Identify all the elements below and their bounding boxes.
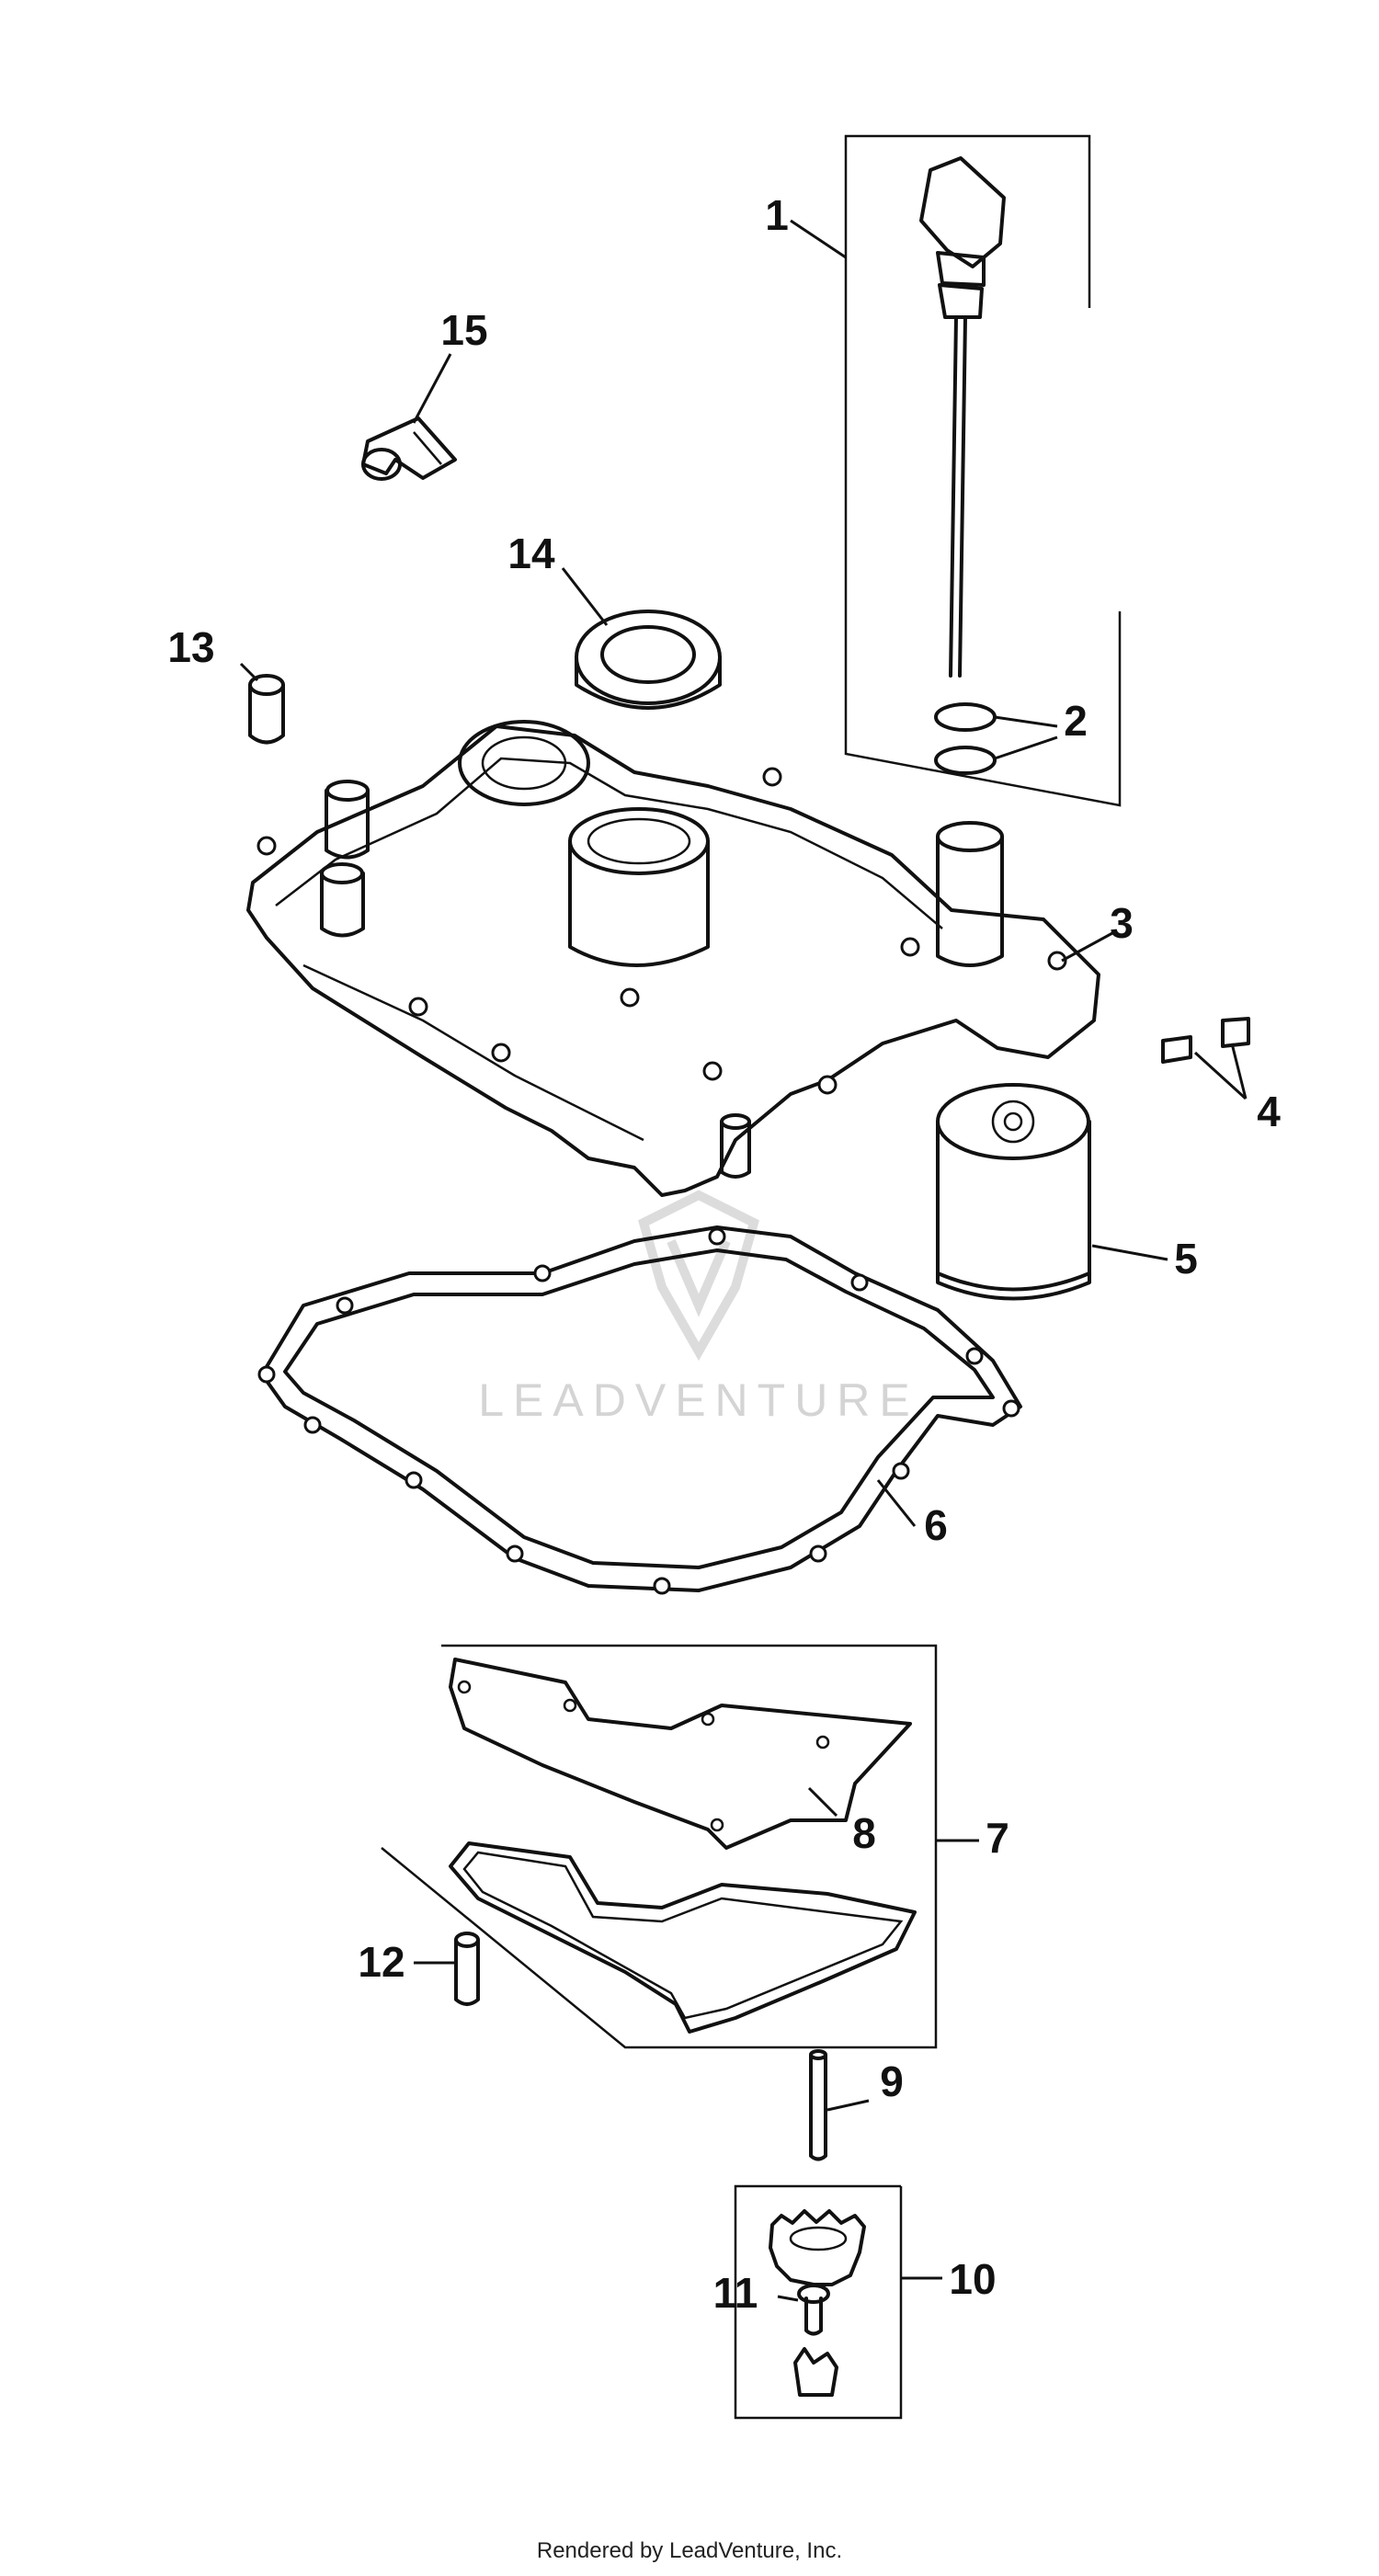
part-15-elbow-fitting[interactable] [361,416,457,481]
part-1-dipstick[interactable] [844,134,1122,807]
watermark-logo-icon [638,1190,759,1362]
part-13-bolt[interactable] [248,674,285,745]
callout-5[interactable]: 5 [1174,1235,1198,1282]
leader-lines [239,219,1248,2302]
callout-7[interactable]: 7 [986,1814,1009,1862]
callout-10[interactable]: 10 [949,2255,996,2303]
callout-12[interactable]: 12 [358,1938,405,1986]
callout-6[interactable]: 6 [924,1501,948,1549]
callout-14[interactable]: 14 [507,530,555,577]
part-14-seal[interactable] [575,610,722,710]
callout-2[interactable]: 2 [1064,697,1088,745]
part-5-oil-filter[interactable] [936,1083,1091,1301]
callout-4[interactable]: 4 [1257,1088,1281,1135]
part-12-pin[interactable] [454,1932,480,2006]
watermark-text: LEADVENTURE [478,1374,919,1426]
part-11-bolt[interactable] [797,2284,830,2336]
part-7-plate-kit[interactable] [381,1644,938,2049]
part-6-gasket[interactable] [257,1225,1022,1595]
footer-credit: Rendered by LeadVenture, Inc. [537,2538,842,2563]
callout-1[interactable]: 1 [765,191,789,239]
part-8-plate[interactable] [449,1658,912,1850]
watermark: LEADVENTURE [478,1190,919,1426]
part-7-base-plate[interactable] [449,1841,917,2034]
callout-13[interactable]: 13 [167,623,214,671]
callout-8[interactable]: 8 [852,1809,876,1857]
part-2-o-rings[interactable] [934,702,997,775]
callout-15[interactable]: 15 [440,306,487,354]
part-10-pump-kit[interactable] [734,2184,903,2420]
part-3-crankcase-cover[interactable] [246,720,1100,1197]
callout-3[interactable]: 3 [1110,899,1134,947]
callout-9[interactable]: 9 [880,2057,904,2105]
part-9-shaft[interactable] [809,2049,827,2161]
callout-numbers: 1 2 3 4 5 6 7 8 9 10 11 12 13 14 15 [167,191,1281,2317]
part-4-fittings[interactable] [1161,1017,1250,1064]
callout-11[interactable]: 11 [713,2269,758,2317]
